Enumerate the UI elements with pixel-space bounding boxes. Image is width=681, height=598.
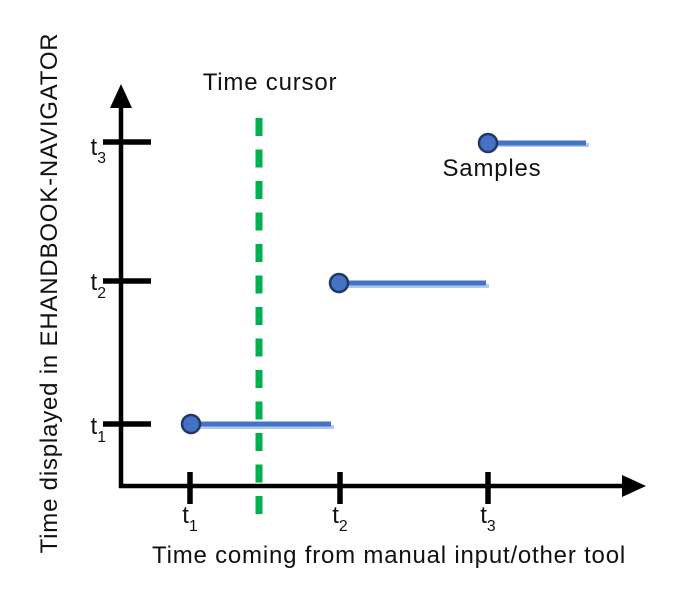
y-tick-label-t1: t1 [62, 412, 106, 446]
x-tick-label-t3-sub: 3 [486, 518, 496, 536]
x-tick-label-t2-sub: 2 [338, 518, 348, 536]
sample-point-dot-3 [477, 132, 499, 154]
x-axis-arrowhead [622, 475, 646, 497]
y-axis-arrowhead [110, 84, 132, 108]
x-tick-label-t3: t3 [466, 501, 510, 535]
time-cursor-label: Time cursor [202, 69, 338, 96]
x-tick-label-t2: t2 [318, 501, 362, 535]
x-tick-label-t2-base: t [332, 502, 339, 529]
y-tick-label-t1-sub: 1 [97, 429, 106, 447]
y-tick-label-t3-sub: 3 [97, 150, 106, 168]
x-tick-label-t1-base: t [182, 502, 189, 529]
y-tick-label-t3: t3 [62, 133, 106, 167]
x-tick-label-t1-sub: 1 [188, 518, 198, 536]
y-tick-label-t3-base: t [90, 134, 98, 161]
y-tick-label-t2-sub: 2 [97, 285, 106, 303]
x-axis-title: Time coming from manual input/other tool [152, 542, 626, 569]
x-tick-label-t3-base: t [480, 502, 487, 529]
y-tick-label-t2: t2 [62, 268, 106, 302]
x-tick-label-t1: t1 [168, 501, 212, 535]
y-tick-label-t2-base: t [90, 269, 98, 296]
sample-point-dot-2 [328, 272, 350, 294]
y-tick-label-t1-base: t [90, 413, 98, 440]
sample-point-dot-1 [180, 413, 202, 435]
y-axis-title: Time displayed in EHANDBOOK-NAVIGATOR [36, 32, 63, 554]
samples-label: Samples [442, 155, 542, 182]
